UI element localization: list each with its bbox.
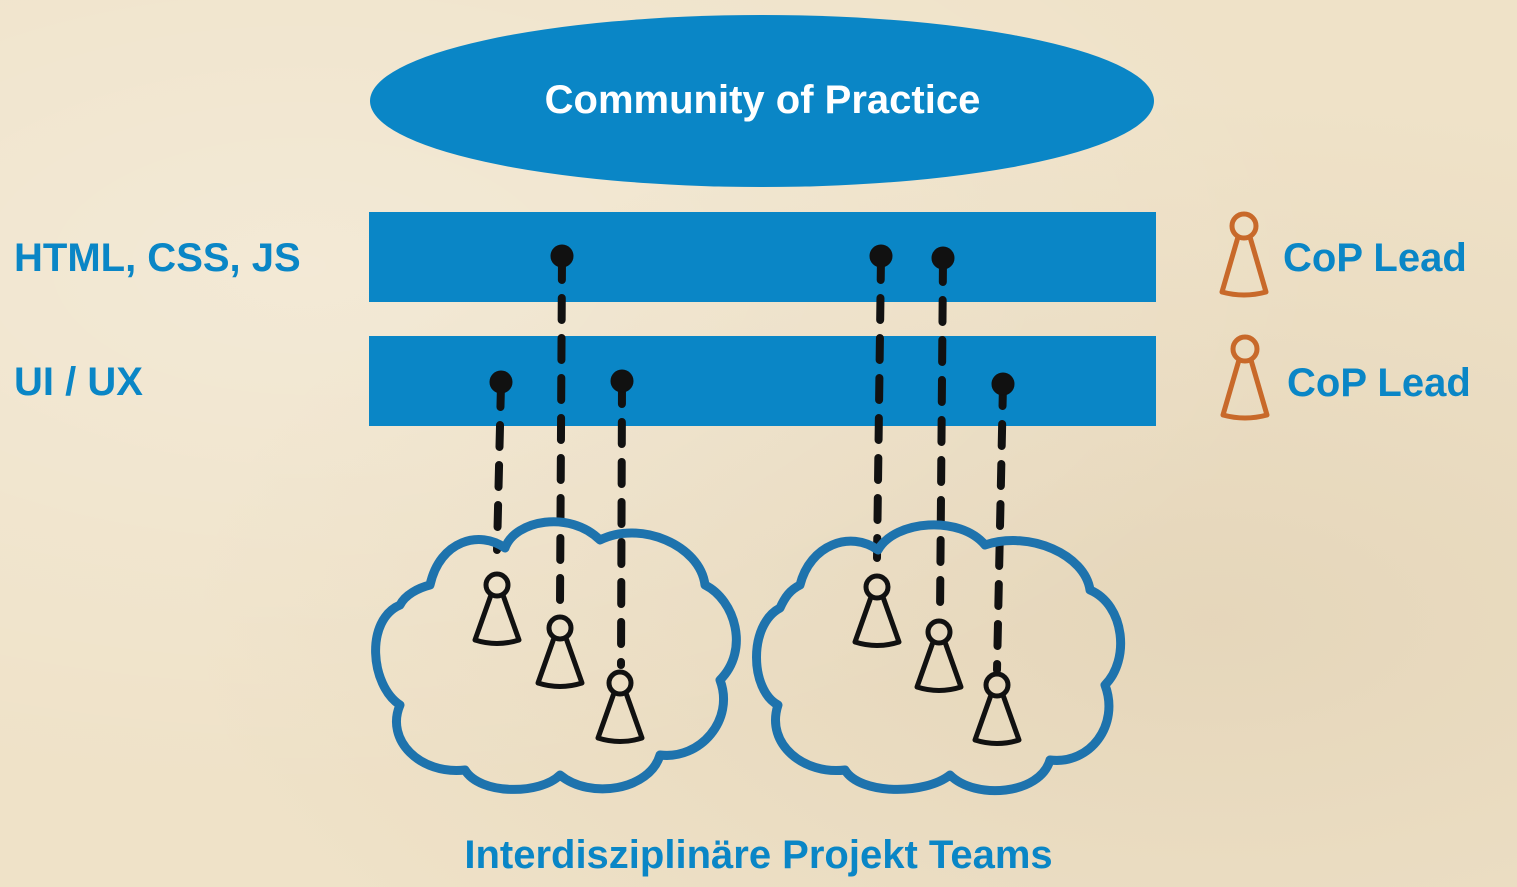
community-ellipse — [370, 15, 1154, 187]
pin-icon — [869, 244, 893, 276]
person-icon — [914, 618, 964, 693]
community-title: Community of Practice — [544, 78, 981, 122]
person-icon — [472, 571, 522, 646]
row-label-ui-ux: UI / UX — [14, 360, 143, 404]
lead-label-ui-ux: CoP Lead — [1287, 361, 1471, 405]
pin-icon — [550, 244, 574, 276]
pin-icon — [610, 369, 634, 393]
person-icon — [1220, 334, 1270, 421]
lead-label-html-css-js: CoP Lead — [1283, 236, 1467, 280]
team-members — [472, 571, 1022, 746]
person-icon — [535, 614, 585, 689]
teams-caption: Interdisziplinäre Projekt Teams — [464, 833, 1053, 877]
band-ui-ux — [369, 336, 1156, 426]
pin-icon — [991, 372, 1015, 396]
connector-line — [556, 254, 566, 609]
pin-icon — [931, 246, 955, 278]
connector-lines — [493, 254, 1007, 674]
connector-line — [873, 254, 885, 562]
person-icon — [595, 669, 645, 744]
lead-icons — [1219, 211, 1270, 421]
team-cloud-icon — [752, 520, 1126, 796]
person-icon — [852, 573, 902, 648]
person-icon — [972, 671, 1022, 746]
person-icon — [1219, 211, 1269, 298]
connector-line — [936, 256, 947, 619]
team-cloud-icon — [371, 517, 741, 794]
connector-line — [993, 380, 1007, 674]
pins — [489, 244, 1015, 400]
band-html-css-js — [369, 212, 1156, 302]
pin-icon — [489, 370, 513, 400]
connector-line — [493, 381, 505, 554]
connector-line — [617, 378, 626, 669]
row-label-html-css-js: HTML, CSS, JS — [14, 236, 301, 280]
